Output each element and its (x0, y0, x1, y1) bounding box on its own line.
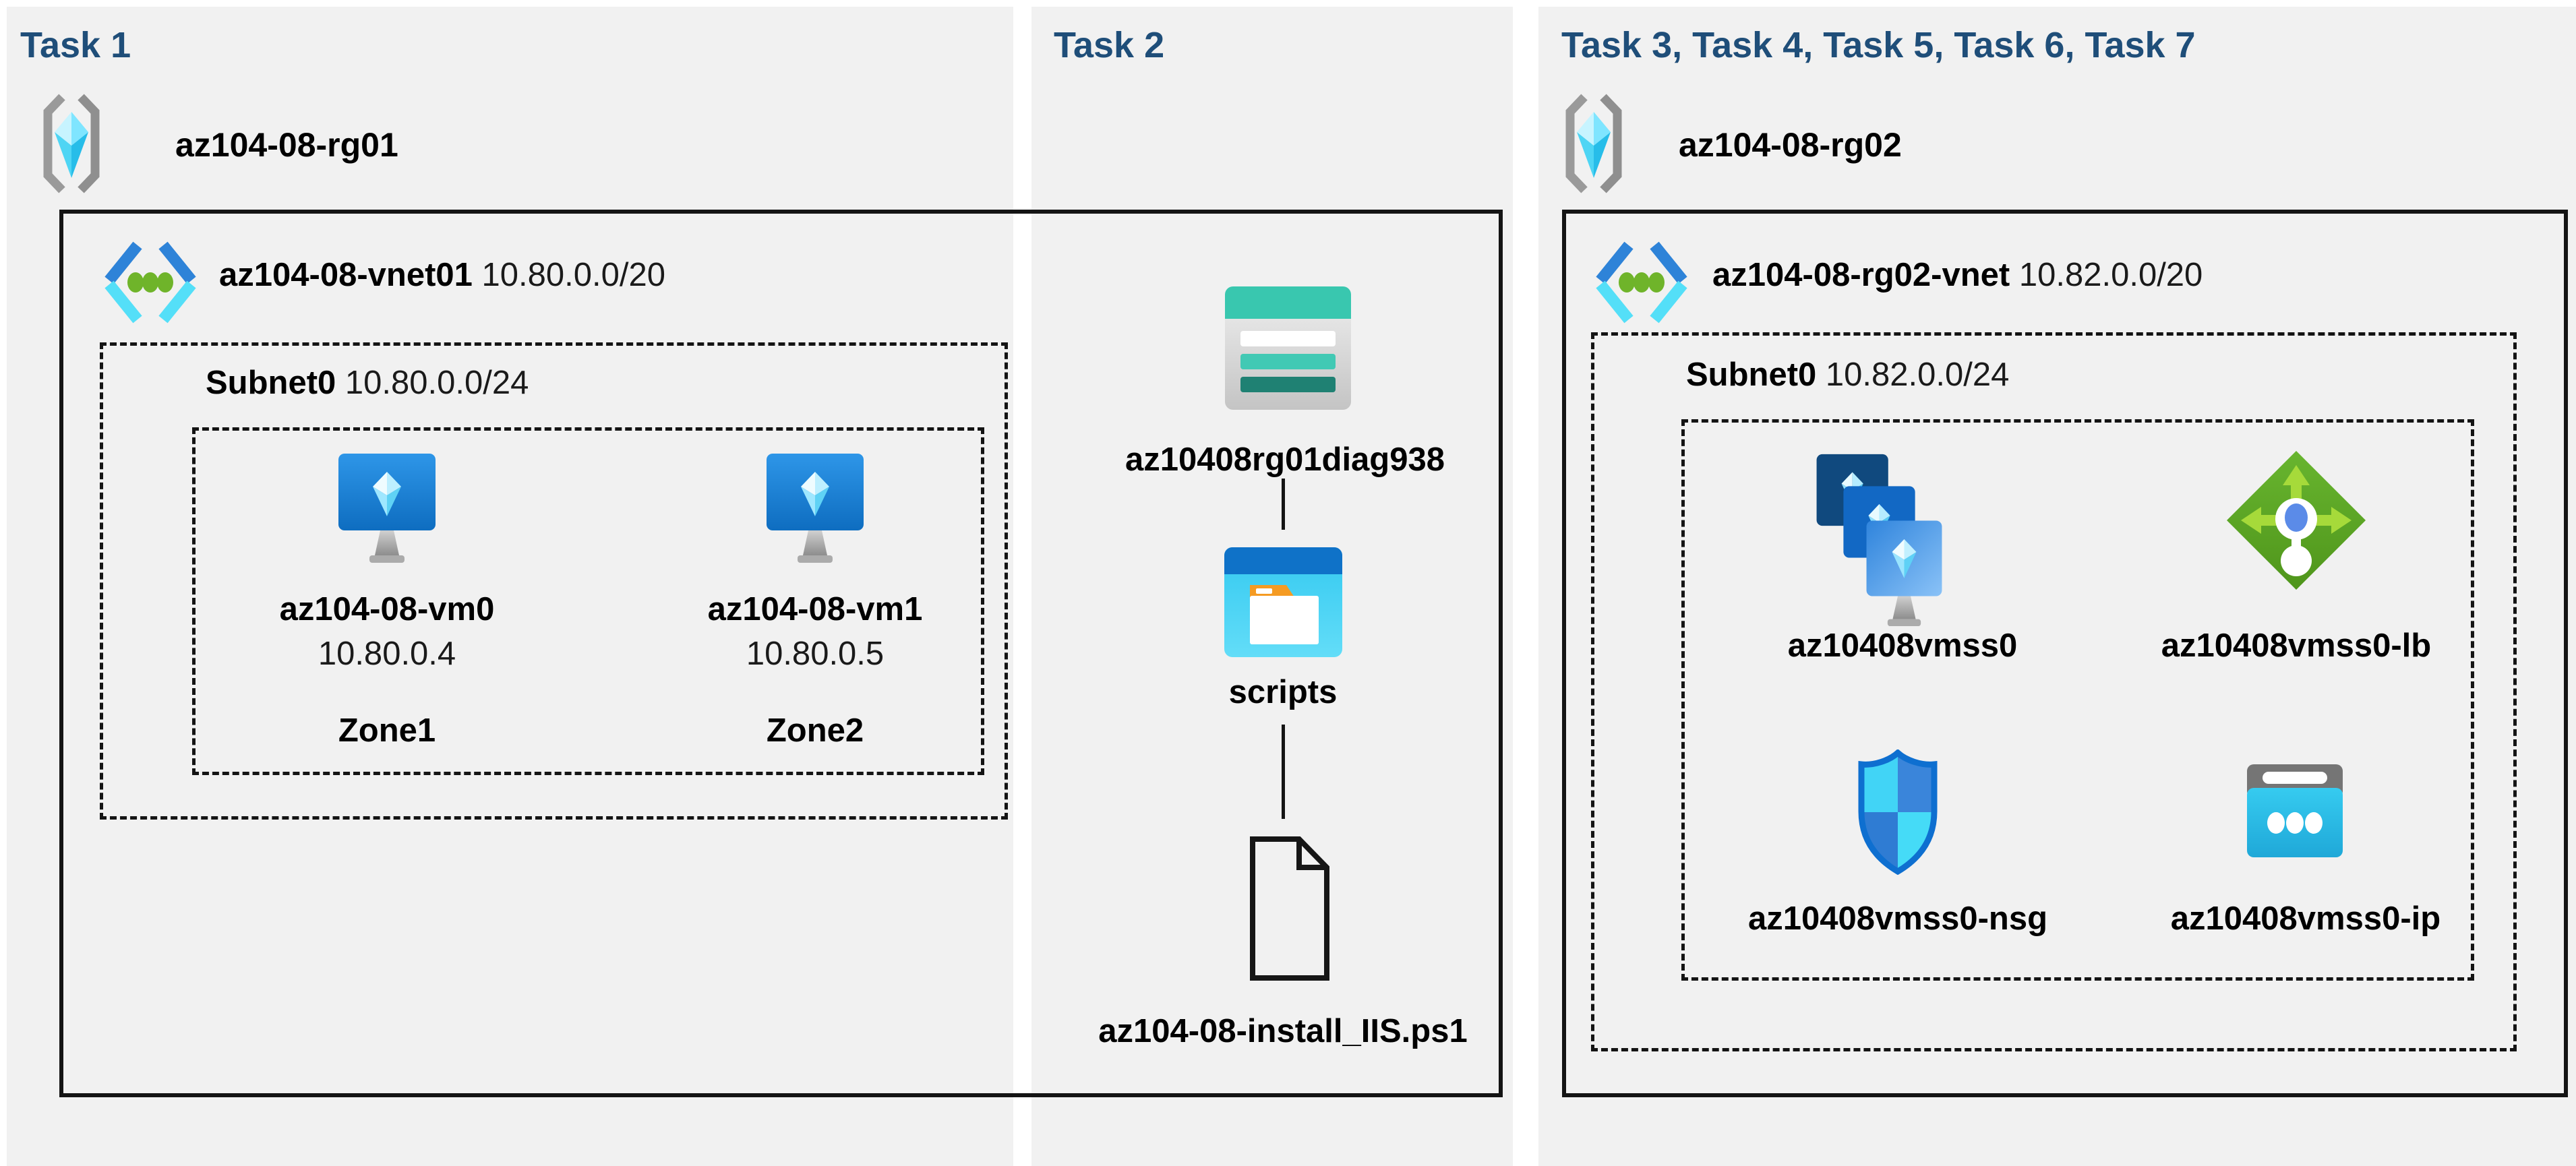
virtual-network-icon (1592, 241, 1691, 324)
nsg-label: az10408vmss0-nsg (1747, 900, 2048, 937)
vmss-resources-box (1681, 419, 2474, 981)
load-balancer-icon (2225, 449, 2368, 592)
load-balancer-label: az10408vmss0-lb (2161, 627, 2432, 664)
subnet-2-name: Subnet0 (1686, 357, 1817, 393)
vm1-zone: Zone2 (766, 712, 864, 749)
resource-group-icon (1561, 92, 1626, 195)
subnet-1-cidr: 10.80.0.0/24 (345, 365, 529, 401)
resource-group-1-label: az104-08-rg01 (175, 126, 398, 164)
connector-storage-scripts (1282, 479, 1285, 530)
scripts-container-label: scripts (1228, 674, 1338, 710)
vnet-1-name: az104-08-vnet01 (219, 257, 473, 293)
vnet-2-label: az104-08-rg02-vnet 10.82.0.0/20 (1712, 256, 2203, 294)
storage-account-icon (1225, 286, 1351, 410)
vm0-name: az104-08-vm0 (279, 591, 495, 627)
subnet0-box-right (1591, 332, 2517, 1051)
virtual-network-icon (101, 241, 200, 324)
vm0-ip: 10.80.0.4 (318, 636, 456, 672)
task1-title: Task 1 (20, 25, 131, 65)
vnet01-boundary-box (59, 210, 1503, 1097)
public-ip-label: az10408vmss0-ip (2170, 900, 2441, 937)
vm-zone-box (192, 427, 984, 775)
task3-panel (1538, 7, 2576, 1166)
script-file-label: az104-08-install_IIS.ps1 (1098, 1013, 1468, 1049)
connector-scripts-file (1282, 725, 1285, 819)
vnet-1-label: az104-08-vnet01 10.80.0.0/20 (219, 256, 665, 294)
nsg-icon (1853, 749, 1943, 875)
subnet-1-label: Subnet0 10.80.0.0/24 (206, 364, 529, 402)
vnet-1-cidr: 10.80.0.0/20 (481, 257, 665, 293)
task2-title: Task 2 (1054, 25, 1165, 65)
task1-panel (7, 7, 1013, 1166)
vnet-2-name: az104-08-rg02-vnet (1712, 257, 2010, 293)
vm1-name: az104-08-vm1 (707, 591, 923, 627)
subnet-2-cidr: 10.82.0.0/24 (1825, 357, 2010, 393)
vm-icon (766, 453, 864, 569)
vm0-zone: Zone1 (338, 712, 436, 749)
rg02-vnet-boundary-box (1562, 210, 2568, 1097)
vmss-icon (1815, 453, 1956, 627)
subnet-1-name: Subnet0 (206, 365, 336, 401)
resource-group-2-label: az104-08-rg02 (1679, 126, 1902, 164)
resource-group-icon (39, 92, 104, 195)
public-ip-icon (2246, 764, 2343, 858)
vmss-label: az10408vmss0 (1787, 627, 2018, 664)
vm-icon (338, 453, 436, 569)
vm1-ip: 10.80.0.5 (746, 636, 885, 672)
script-file-icon (1248, 834, 1331, 983)
subnet0-box-left (100, 342, 1008, 820)
subnet-2-label: Subnet0 10.82.0.0/24 (1686, 356, 2009, 394)
task3-title: Task 3, Task 4, Task 5, Task 6, Task 7 (1561, 25, 2196, 65)
vnet-2-cidr: 10.82.0.0/20 (2018, 257, 2203, 293)
storage-account-label: az10408rg01diag938 (1125, 441, 1445, 478)
scripts-folder-icon (1224, 547, 1342, 657)
